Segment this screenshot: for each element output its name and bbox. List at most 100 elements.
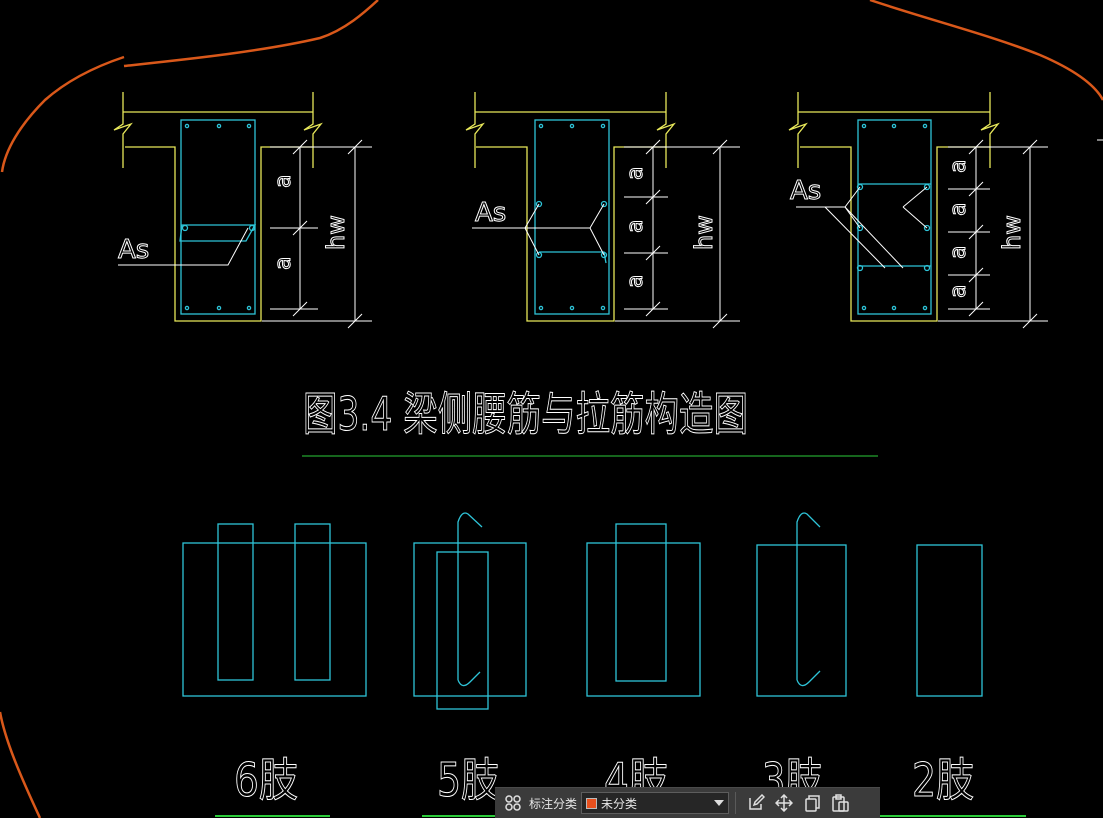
cad-stroke <box>796 512 821 687</box>
cad-stroke <box>968 181 984 197</box>
rebar-cage-2 <box>534 119 610 315</box>
cad-stroke <box>184 305 190 311</box>
rebar-cage-3 <box>856 119 932 315</box>
cad-stroke <box>246 305 252 311</box>
cad-stroke <box>788 112 808 168</box>
cad-stroke <box>184 123 190 129</box>
cad-stroke <box>303 112 323 168</box>
cad-stroke <box>534 119 610 315</box>
a-label: a <box>623 220 648 233</box>
stirrup-label-2: 2肢 <box>912 753 974 807</box>
cad-stroke <box>656 112 676 168</box>
cad-stroke <box>246 123 252 129</box>
cad-stroke <box>524 203 540 229</box>
beam-section-3 <box>788 92 1103 329</box>
cad-stroke <box>292 139 308 155</box>
copy-icon[interactable] <box>798 789 826 817</box>
cad-stroke <box>980 112 1000 168</box>
cad-stroke <box>292 220 308 236</box>
as-label-3: As <box>790 176 821 206</box>
cad-stroke <box>968 301 984 317</box>
cad-stroke <box>891 123 897 129</box>
cad-stroke <box>600 305 606 311</box>
concrete-outline-3 <box>788 92 1000 322</box>
cad-stroke <box>1022 139 1038 155</box>
category-value: 未分类 <box>601 796 638 811</box>
category-color-swatch <box>586 797 598 809</box>
a-label: a <box>946 285 971 298</box>
cad-stroke <box>645 245 661 261</box>
cad-stroke <box>645 189 661 205</box>
cad-stroke <box>569 305 575 311</box>
stirrup-label-6: 6肢 <box>234 753 298 807</box>
stirrup-3-legs <box>756 512 847 697</box>
cad-stroke <box>800 146 990 322</box>
freehand-annotation-left <box>0 0 379 818</box>
cad-stroke <box>216 305 222 311</box>
beam-section-1 <box>113 92 372 329</box>
cad-stroke <box>179 224 257 242</box>
cad-stroke <box>857 119 932 315</box>
beam-section-2 <box>465 92 740 329</box>
hw-label-3: hw <box>998 215 1026 250</box>
diagram-title: 图3.4 梁侧腰筋与拉筋构造图 <box>303 387 748 441</box>
a-label: a <box>946 160 971 173</box>
category-label: 标注分类 <box>529 796 578 811</box>
dimension-2 <box>472 139 740 329</box>
dimension-3 <box>796 139 1103 329</box>
cad-stroke <box>712 139 728 155</box>
grid-icon[interactable] <box>499 789 527 817</box>
cad-stroke <box>113 112 133 168</box>
cad-stroke <box>217 523 254 681</box>
cad-stroke <box>457 512 483 687</box>
cad-stroke <box>182 542 367 697</box>
cad-stroke <box>1022 313 1038 329</box>
cad-stroke <box>600 123 606 129</box>
cad-stroke <box>180 119 256 315</box>
cad-stroke <box>476 146 666 322</box>
a-label: a <box>946 203 971 216</box>
annotation-toolbar: 标注分类 未分类 <box>495 787 880 818</box>
cad-stroke <box>756 544 847 697</box>
cad-stroke <box>615 523 667 682</box>
rebar-cage-1 <box>179 119 257 315</box>
cad-stroke <box>294 523 331 681</box>
chevron-down-icon <box>714 800 725 806</box>
stirrup-6-legs <box>182 523 367 697</box>
cad-stroke <box>968 139 984 155</box>
a-label: a <box>623 275 648 288</box>
hw-label-1: hw <box>322 215 350 250</box>
stirrup-2-legs <box>916 544 983 697</box>
paste-icon[interactable] <box>826 789 854 817</box>
cad-stroke <box>586 542 701 697</box>
category-dropdown[interactable]: 未分类 <box>581 792 730 814</box>
cad-stroke <box>436 551 489 710</box>
cad-stroke <box>181 224 189 232</box>
concrete-outline-1 <box>113 92 323 322</box>
cad-stroke <box>465 112 485 168</box>
cad-stroke <box>569 123 575 129</box>
concrete-outline-2 <box>465 92 676 322</box>
cad-stroke <box>923 224 931 232</box>
cad-stroke <box>844 206 861 229</box>
cad-stroke <box>524 227 540 256</box>
move-icon[interactable] <box>770 789 798 817</box>
cad-stroke <box>891 305 897 311</box>
stirrup-5-legs <box>413 512 527 710</box>
cad-stroke <box>861 123 867 129</box>
a-label: a <box>623 167 648 180</box>
cad-stroke <box>856 224 864 232</box>
cad-stroke <box>535 200 543 208</box>
cad-stroke <box>844 206 904 269</box>
cad-stroke <box>216 123 222 129</box>
cad-stroke <box>600 200 608 208</box>
cad-stroke <box>125 146 312 322</box>
cad-stroke <box>902 206 928 229</box>
edit-icon[interactable] <box>742 789 770 817</box>
hw-label-2: hw <box>690 215 718 250</box>
a-label: a <box>271 175 296 188</box>
cad-stroke <box>538 123 544 129</box>
cad-stroke <box>347 139 363 155</box>
cad-stroke <box>538 305 544 311</box>
